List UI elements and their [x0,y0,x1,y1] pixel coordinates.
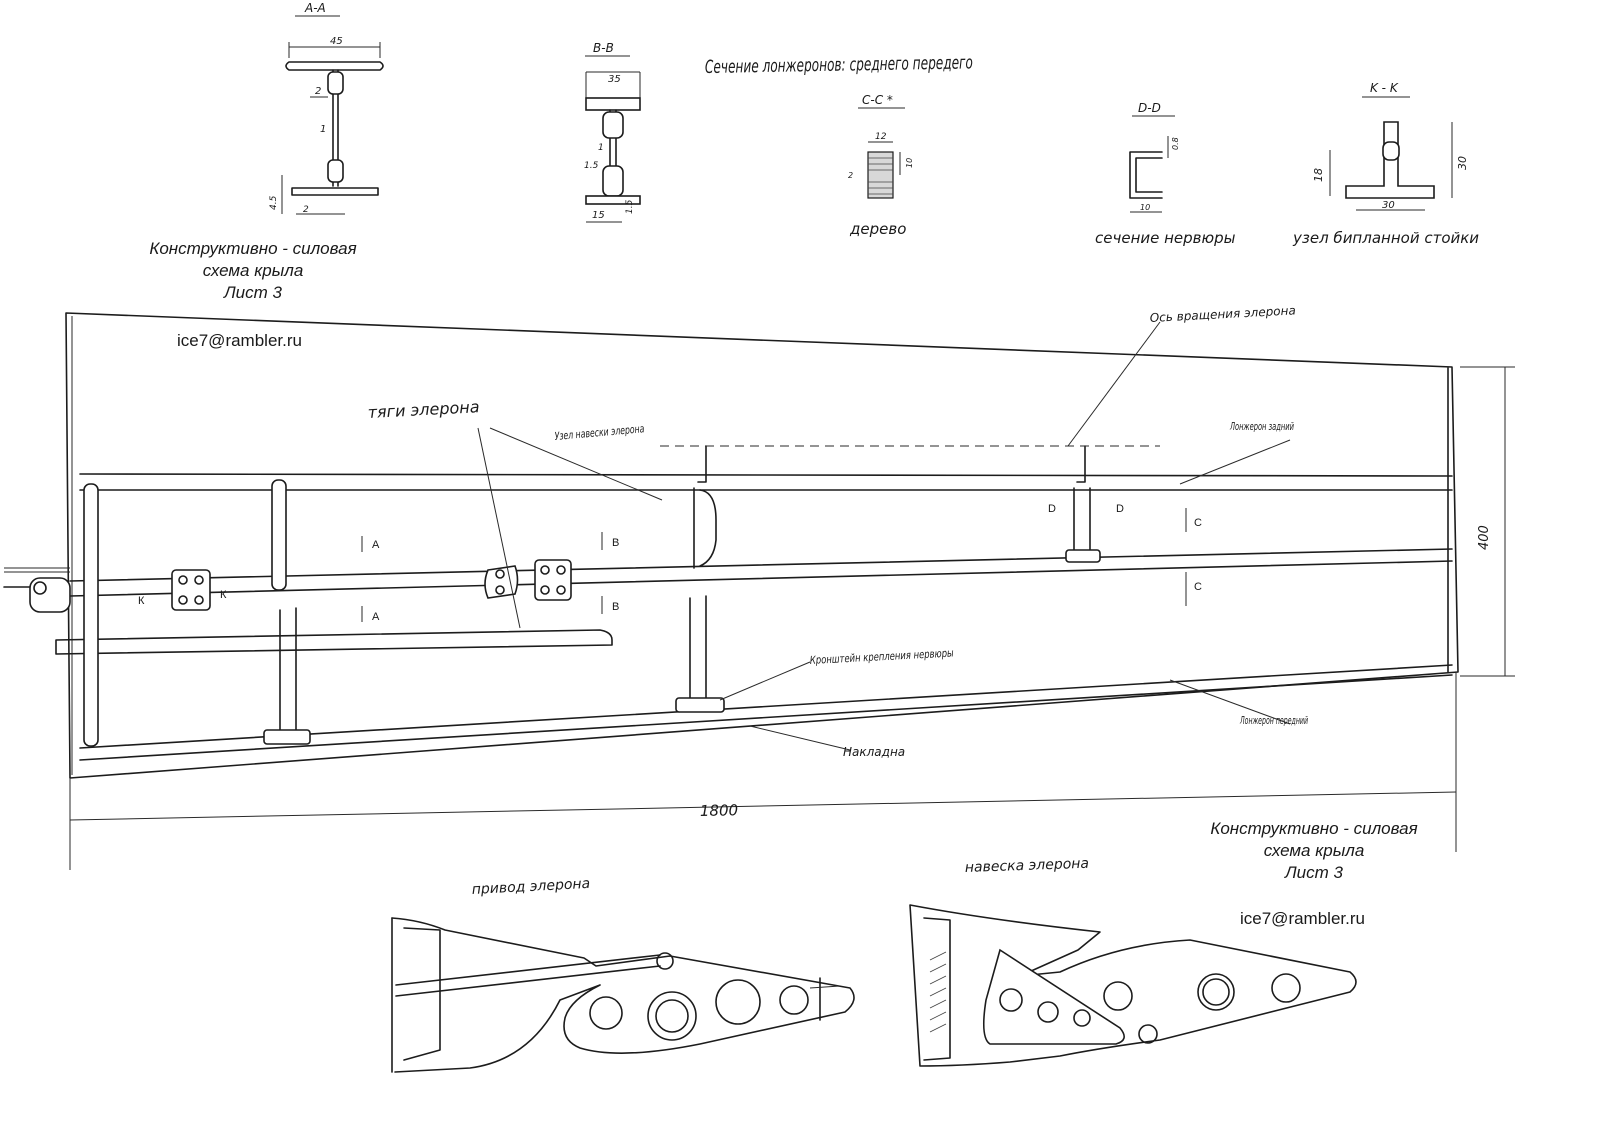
section-kk-label: K - K [1370,81,1399,95]
dd-dim-10: 10 [1140,203,1150,212]
dd-caption-rib-section: сечение нервюры [1095,229,1236,247]
title-line-2: схема крыла [203,261,304,280]
section-dd-label: D-D [1138,101,1161,115]
bb-dim-1: 1 [598,143,604,153]
email-top: ice7@rambler.ru [177,331,302,350]
detail-aileron-drive: привод элерона [391,876,855,1073]
heading-spar-sections: Сечение лонжеронов: среднего передего [705,52,973,78]
dd-dim-08: 0.8 [1171,137,1180,150]
bb-dim-15b: 1.5 [625,199,635,214]
section-kk: K - K 18 30 30 узел бипланной стойки [1292,81,1479,247]
label-rib-bracket: Кронштейн крепления нервюры [809,646,954,667]
email-bottom: ice7@rambler.ru [1240,909,1365,928]
mark-d2: D [1116,503,1124,515]
mark-c2: С [1194,581,1202,593]
mark-k2: К [220,589,227,601]
mark-b2: В [612,601,619,613]
label-aileron-hinge-detail: навеска элерона [965,856,1090,876]
mark-a2: А [372,611,380,623]
label-front-spar: Лонжерон передний [1239,714,1308,727]
title-block-bottom: Конструктивно - силовая схема крыла Лист… [1210,819,1417,928]
dim-span: 1800 [700,801,739,820]
mark-d1: D [1048,503,1056,515]
label-aileron-hinge: Узел навески элерона [554,422,645,443]
section-dd: D-D 0.8 10 сечение нервюры [1095,101,1236,247]
bb-dim-15: 15 [592,210,605,221]
title-block-top: Конструктивно - силовая схема крыла Лист… [149,239,356,350]
aa-dim-45: 4.5 [269,195,279,210]
bb-dim-15a: 1.5 [584,161,599,171]
label-aileron-rods: тяги элерона [367,397,480,422]
cc-dim-12: 12 [875,132,887,142]
kk-dim-18: 18 [1312,168,1325,182]
mark-k1: К [138,595,145,607]
label-rear-spar: Лонжерон задний [1229,420,1294,433]
label-aileron-axis: Ось вращения элерона [1149,303,1296,325]
section-cc: С-С * 12 10 2 дерево [848,93,914,238]
aa-dim-width: 45 [330,36,343,47]
aa-dim-2: 2 [315,86,321,97]
label-aileron-drive: привод элерона [471,876,590,898]
section-cc-label: С-С * [862,93,893,107]
section-aa-label: А-А [304,1,326,15]
kk-dim-30v: 30 [1456,156,1469,170]
aa-dim-1: 1 [320,124,326,135]
cc-caption-wood: дерево [849,220,906,238]
aa-dim-2b: 2 [303,205,309,215]
cc-dim-2: 2 [848,171,853,180]
title-line-3: Лист 3 [223,283,282,302]
section-bb: В-В 35 1 1.5 15 1.5 [584,41,641,223]
mark-b1: В [612,537,619,549]
mark-c1: С [1194,517,1202,529]
title-line-1: Конструктивно - силовая [149,239,356,258]
section-aa: А-А 45 2 1 4.5 2 [269,1,384,215]
cc-dim-10: 10 [905,158,914,168]
title-b-line-1: Конструктивно - силовая [1210,819,1417,838]
label-overlay: Накладна [843,745,905,759]
bb-dim-35: 35 [608,74,621,85]
title-b-line-2: схема крыла [1264,841,1365,860]
kk-dim-30h: 30 [1382,200,1395,211]
section-bb-label: В-В [593,41,614,55]
detail-aileron-hinge: навеска элерона [909,856,1357,1067]
title-b-line-3: Лист 3 [1284,863,1343,882]
wing-plan-view: 1800 400 А А В В К К D D С [3,303,1515,870]
dim-chord: 400 [1477,525,1492,550]
section-marks: А А В В К К D D С С [138,503,1202,623]
kk-caption-strut-node: узел бипланной стойки [1292,229,1479,247]
mark-a1: А [372,539,380,551]
